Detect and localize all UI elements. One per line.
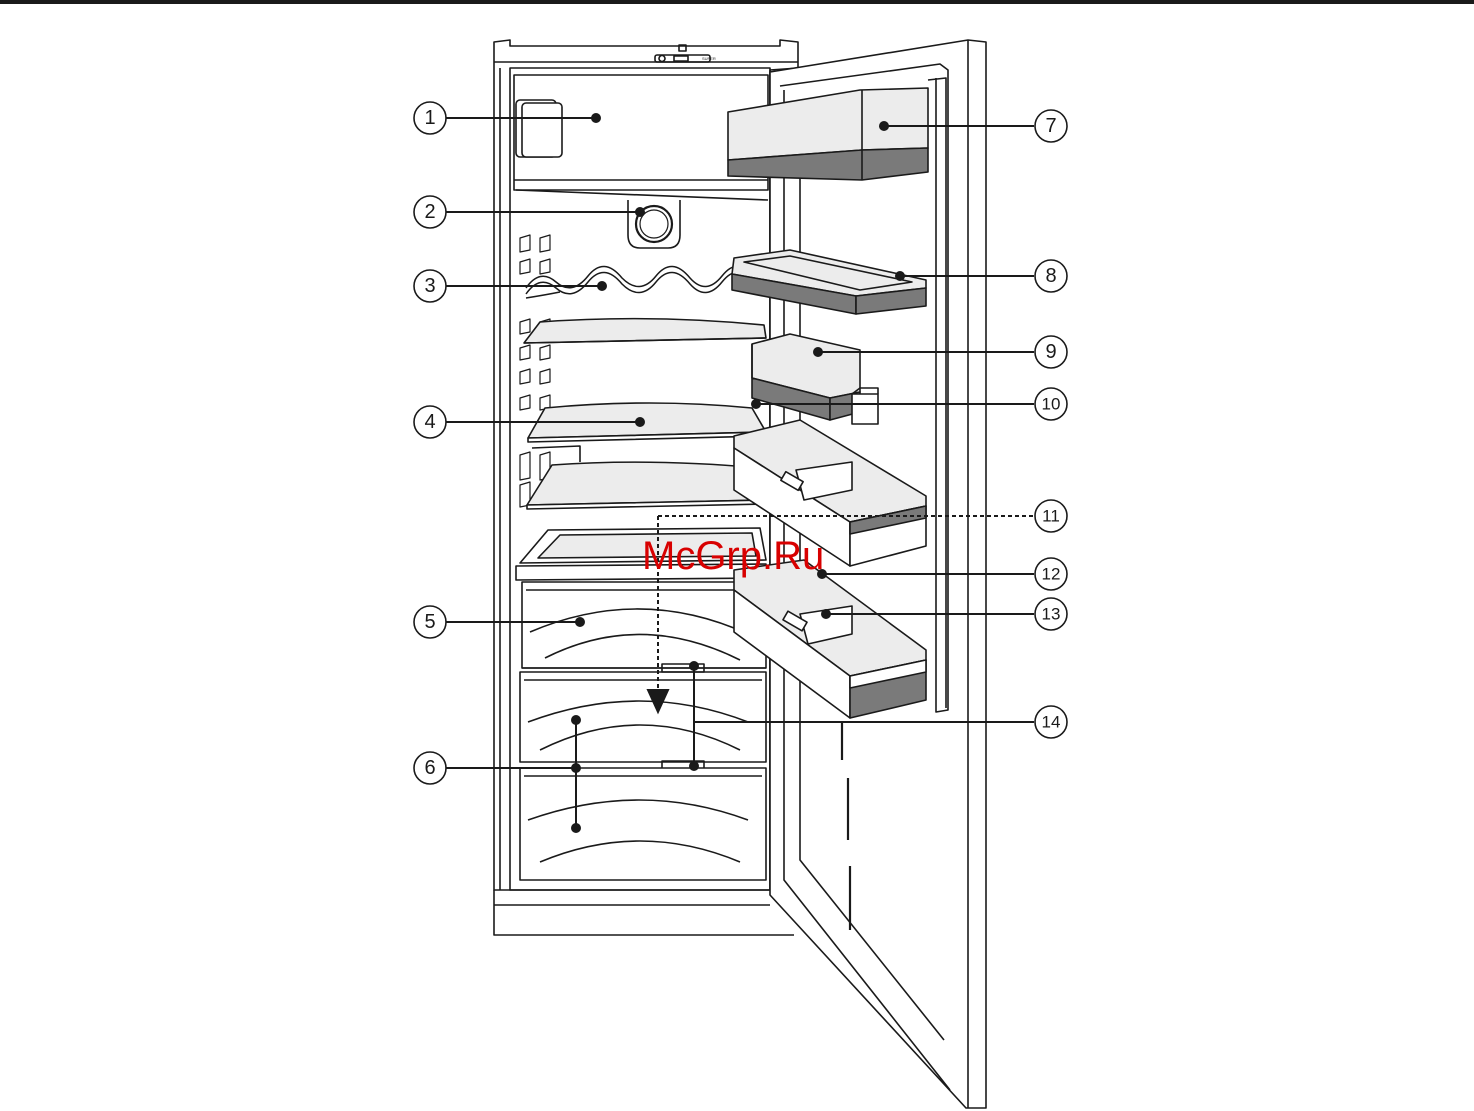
glass-shelf-upper xyxy=(524,319,766,343)
watermark: McGrp.Ru xyxy=(642,534,824,579)
callout-label-10: 10 xyxy=(1042,395,1061,414)
control-panel-text: SUPER xyxy=(702,56,716,61)
callout-label-7: 7 xyxy=(1045,115,1056,137)
callout-label-5: 5 xyxy=(424,611,435,633)
drawer-top xyxy=(522,582,766,668)
callout-label-9: 9 xyxy=(1045,341,1056,363)
callout-label-12: 12 xyxy=(1042,565,1061,584)
callout-label-8: 8 xyxy=(1045,265,1056,287)
callout-label-14: 14 xyxy=(1042,713,1061,732)
drawer-bottom xyxy=(520,768,766,880)
control-panel xyxy=(494,45,798,62)
glass-shelf-lower xyxy=(527,446,766,509)
callout-label-3: 3 xyxy=(424,275,435,297)
callout-label-11: 11 xyxy=(1042,507,1060,526)
bottle-rack xyxy=(526,266,766,298)
callout-label-1: 1 xyxy=(424,107,435,129)
callout-label-4: 4 xyxy=(424,411,435,433)
callout-label-6: 6 xyxy=(424,757,435,779)
interior-light xyxy=(628,200,680,248)
callout-label-13: 13 xyxy=(1042,605,1061,624)
callout-label-2: 2 xyxy=(424,201,435,223)
drawer-middle xyxy=(520,664,766,769)
